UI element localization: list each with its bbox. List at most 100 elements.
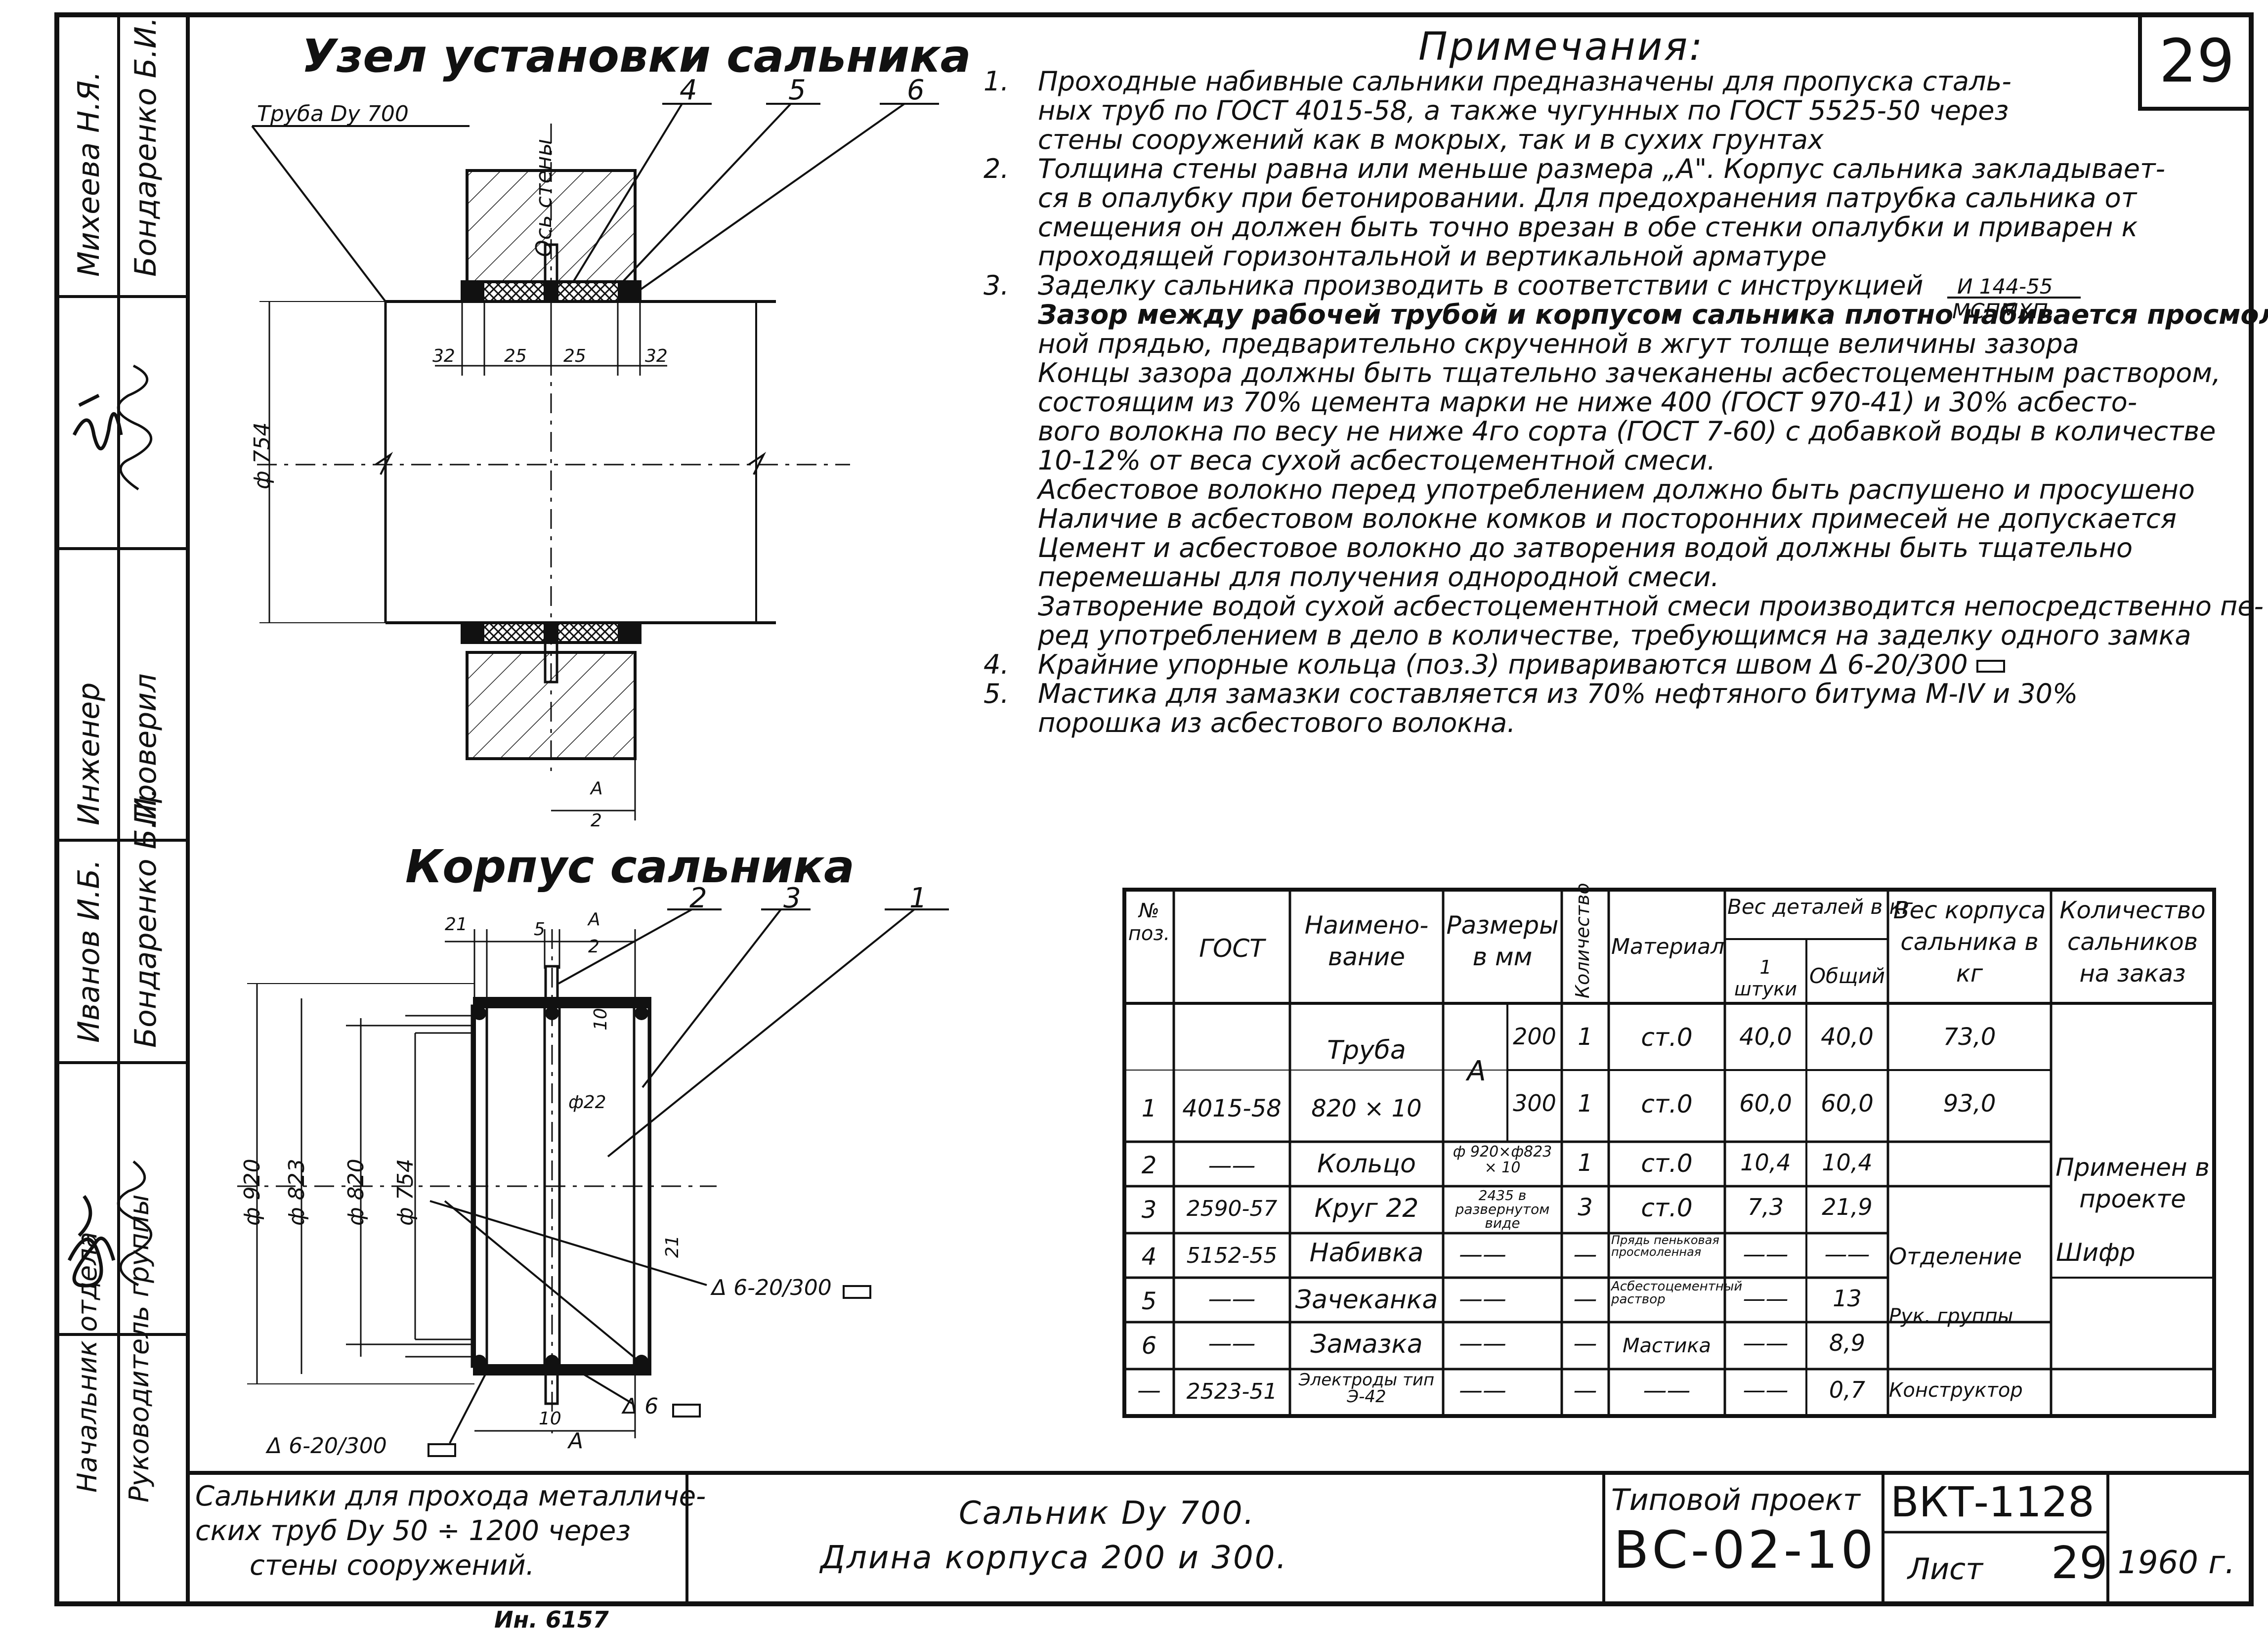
row1-wt: 40,0 [1821, 1023, 1874, 1051]
sheet-number-box [2138, 13, 2253, 111]
weld-left-label: Δ 6-20/300 [267, 1433, 387, 1459]
diameter-823: ф 823 [284, 1159, 309, 1226]
row8-material: —— [1643, 1376, 1691, 1404]
row4-material: ст.0 [1641, 1194, 1693, 1222]
stamp-role-3: Инженер [72, 682, 106, 825]
row5-material: Прядь пеньковая просмоленная [1611, 1233, 1719, 1259]
row6-name: Зачеканка [1295, 1285, 1438, 1315]
side-stamp-frame [55, 13, 190, 1606]
row3-gost: —— [1208, 1152, 1256, 1179]
stamp-role-2: Руководитель группы [124, 1194, 155, 1503]
row2-body: 93,0 [1943, 1090, 1996, 1117]
row6-w1: —— [1743, 1285, 1789, 1312]
doc-code: ВКТ-1128 [1890, 1478, 2095, 1526]
project-label: Типовой проект [1611, 1483, 1860, 1517]
instruction-ref-top: И 144-55 [1957, 274, 2053, 299]
row8-name: Электроды тип Э-42 [1298, 1370, 1435, 1407]
th-material: Материал [1611, 934, 1725, 959]
stamp-name-2: Бондаренко Б.И. [128, 17, 163, 277]
row4-pos: 3 [1141, 1196, 1157, 1224]
row2-name: 820 × 10 [1311, 1095, 1422, 1122]
row7-qty: — [1573, 1330, 1597, 1357]
row7-name: Замазка [1310, 1330, 1423, 1359]
row1-material: ст.0 [1641, 1023, 1693, 1052]
cipher-label: Шифр [2056, 1238, 2136, 1267]
th-weight-total: Общий [1809, 964, 1885, 988]
diameter-820: ф 820 [343, 1159, 369, 1226]
row1-body: 73,0 [1943, 1023, 1996, 1051]
notes-heading: Примечания: [1418, 25, 1705, 69]
series-title-l2: ских труб Dу 50 ÷ 1200 через [195, 1515, 631, 1547]
row6-body: Рук. группы [1889, 1305, 2013, 1328]
sheet-number: 29 [2159, 27, 2235, 96]
th-qty: Количество [1572, 883, 1593, 998]
row8-qty: — [1573, 1376, 1597, 1404]
row4-size: 2435 в развернутом виде [1455, 1187, 1550, 1231]
row8-body: Конструктор [1889, 1379, 2023, 1402]
row7-size: —— [1459, 1330, 1506, 1357]
dim-21-side: 21 [662, 1235, 683, 1258]
row3-w1: 10,4 [1740, 1149, 1791, 1176]
row3-wt: 10,4 [1822, 1149, 1873, 1176]
row4-wt: 21,9 [1822, 1194, 1873, 1220]
stamp-role-1: Начальник отдела [72, 1232, 103, 1493]
row5-name: Набивка [1309, 1238, 1424, 1268]
dim-2-top: 2 [588, 937, 599, 957]
row6-qty: — [1573, 1285, 1597, 1313]
th-weight-group: Вес деталей в кг [1727, 895, 1913, 919]
note-3: 3.Заделку сальника производить в соответ… [984, 270, 2268, 651]
dim-25-right: 25 [563, 346, 586, 366]
row8-pos: — [1137, 1376, 1161, 1404]
row2-material: ст.0 [1641, 1090, 1693, 1118]
th-sizes: Размеры в мм [1446, 911, 1559, 971]
row8-size: —— [1459, 1376, 1506, 1404]
note-4: 4.Крайние упорные кольца (поз.3) привари… [984, 650, 2268, 679]
dim-a-bottom: А [568, 1428, 584, 1454]
inventory-number: Ин. 6157 [494, 1606, 609, 1633]
row5-gost: 5152-55 [1186, 1243, 1278, 1268]
th-order-qty: Количество сальников на заказ [2059, 897, 2206, 988]
row4-w1: 7,3 [1747, 1194, 1784, 1220]
unit-section-title: Узел установки сальника [301, 30, 971, 83]
dim-5-top: 5 [534, 919, 545, 940]
row6-size: —— [1459, 1285, 1506, 1313]
sheet-name-l1: Сальник Dу 700. [959, 1495, 1255, 1532]
note-2: 2.Толщина стены равна или меньше размера… [984, 153, 2165, 272]
row5-w1: —— [1743, 1241, 1789, 1267]
diameter-754: ф 754 [393, 1159, 418, 1226]
row1-sub: 200 [1513, 1023, 1556, 1050]
row8-w1: —— [1743, 1376, 1789, 1403]
row5-qty: — [1573, 1241, 1597, 1268]
row5-body: Отделение [1889, 1243, 2022, 1270]
weld-6-label: Δ 6 [623, 1394, 659, 1419]
project-code: ВС-02-10 [1614, 1520, 1877, 1580]
weld-right-label: Δ 6-20/300 [712, 1275, 832, 1300]
row2-w1: 60,0 [1739, 1090, 1792, 1117]
year: 1960 г. [2118, 1545, 2235, 1581]
stamp-name-1: Михеева Н.Я. [72, 71, 106, 277]
row1-qty: 1 [1578, 1023, 1593, 1051]
stamp-name-4: Бондаренко Б.И. [128, 788, 163, 1048]
row7-wt: 8,9 [1829, 1330, 1866, 1356]
row5-size: —— [1459, 1241, 1506, 1268]
round-bar-d22: ф22 [568, 1092, 606, 1113]
row2-pos: 1 [1141, 1095, 1157, 1122]
row3-qty: 1 [1578, 1149, 1593, 1177]
row2-gost: 4015-58 [1182, 1095, 1282, 1122]
dim-a-top: А [588, 909, 600, 930]
row6-pos: 5 [1141, 1288, 1157, 1315]
pipe-diameter: ф 754 [250, 422, 275, 489]
callout-4: 4 [680, 74, 697, 106]
row1-name: Труба [1327, 1035, 1406, 1065]
note-5: 5.Мастика для замазки составляется из 70… [984, 678, 2078, 738]
stamp-name-3: Иванов И.Б. [72, 859, 106, 1043]
series-title-l3: стены сооружений. [250, 1549, 535, 1582]
weld-symbol-right [843, 1285, 871, 1299]
fraction-a: А [591, 778, 603, 799]
pipe-label: Труба Dу 700 [257, 101, 409, 127]
dim-32-left: 32 [432, 346, 455, 366]
dim-10-side: 10 [591, 1008, 611, 1031]
dim-21-top: 21 [445, 914, 468, 935]
th-body-weight: Вес корпуса сальника в кг [1893, 897, 2046, 988]
